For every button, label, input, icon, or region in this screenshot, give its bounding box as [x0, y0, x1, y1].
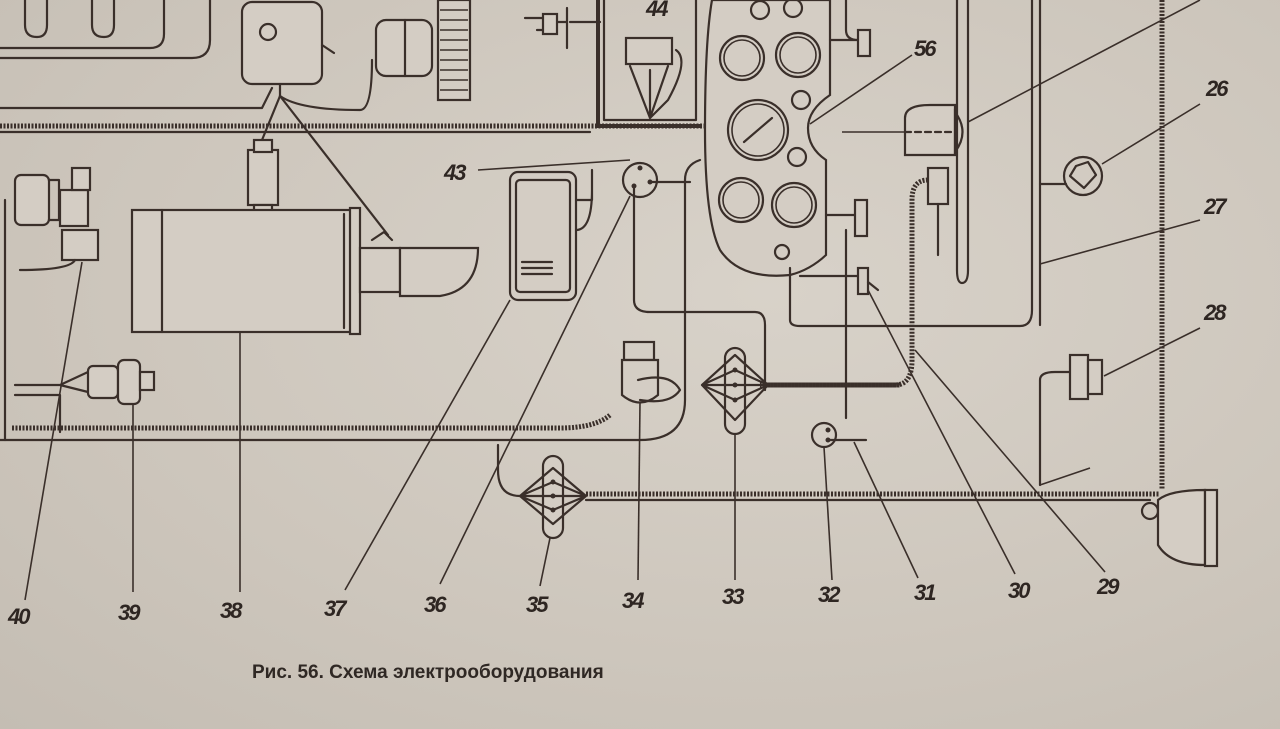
callout-26: 26 — [1205, 76, 1229, 101]
starter-motor — [130, 206, 480, 336]
rear-lamp — [1140, 488, 1219, 568]
ignition-coil — [246, 138, 280, 219]
socket-43 — [621, 161, 767, 392]
junction-block-35 — [496, 443, 588, 540]
switch-32 — [810, 421, 868, 449]
voltage-regulator — [508, 168, 594, 302]
ground-bus-middle — [12, 413, 612, 431]
connector-34 — [620, 340, 682, 404]
figure-caption: Рис. 56. Схема электрооборудования — [252, 662, 604, 683]
connector-28 — [1038, 353, 1104, 487]
top-left-wire-loops — [0, 0, 274, 110]
callout-40: 40 — [7, 604, 31, 629]
sensor-26 — [1038, 155, 1104, 197]
callout-27: 27 — [1203, 194, 1228, 219]
callout-29: 29 — [1096, 574, 1120, 599]
callout-39: 39 — [118, 600, 141, 625]
callout-43: 43 — [443, 160, 466, 185]
callout-28: 28 — [1203, 300, 1227, 325]
light-switch-bracket — [760, 0, 970, 388]
callout-44: 44 — [645, 0, 668, 21]
callout-56: 56 — [914, 36, 937, 61]
relay-44-area — [596, 0, 700, 128]
junction-block-33 — [700, 346, 770, 436]
callout-34: 34 — [622, 588, 644, 613]
instrument-panel — [703, 0, 832, 277]
callout-38: 38 — [220, 598, 243, 623]
left-pump-valve — [3, 166, 100, 442]
callout-33: 33 — [722, 584, 744, 609]
callout-32: 32 — [818, 582, 841, 607]
callout-30: 30 — [1008, 578, 1031, 603]
leader-lines — [24, 0, 1201, 601]
heater-fan-motor — [374, 0, 472, 102]
top-valve — [523, 6, 602, 50]
callout-36: 36 — [424, 592, 447, 617]
callout-31: 31 — [914, 580, 936, 605]
distributor-box — [240, 0, 390, 237]
callout-37: 37 — [324, 596, 348, 621]
callout-35: 35 — [526, 592, 549, 617]
